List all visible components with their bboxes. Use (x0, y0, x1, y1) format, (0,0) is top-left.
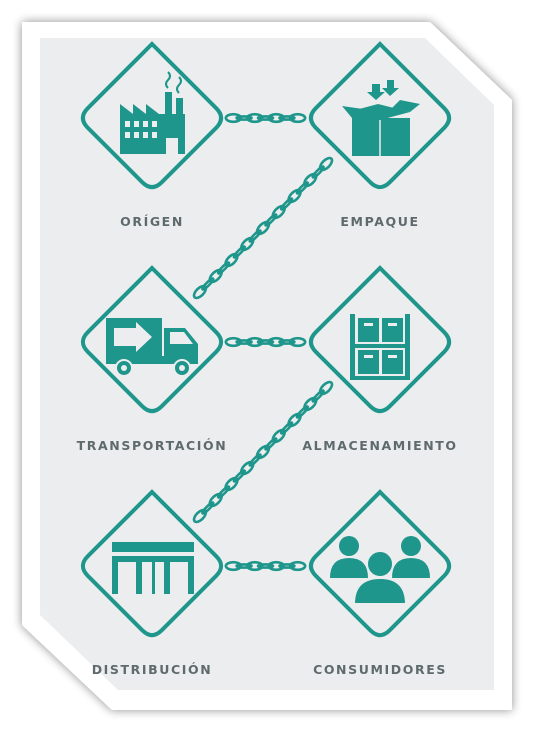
chain-origen-empaque (224, 112, 307, 124)
chain-link (318, 156, 334, 172)
diamond-transportacion (80, 265, 224, 414)
chain-link (256, 563, 275, 569)
chain-link (208, 492, 223, 508)
chain-link (256, 339, 275, 345)
chain-link (216, 261, 231, 275)
delivery-truck-icon (106, 318, 198, 377)
chain-link (267, 112, 286, 124)
chain-links (192, 112, 334, 572)
chain-link (278, 563, 296, 569)
chain-link (224, 252, 239, 268)
chain-link (216, 485, 231, 499)
chain-link (278, 115, 296, 121)
label-consumidores: CONSUMIDORES (313, 662, 447, 677)
chain-link (311, 165, 325, 179)
card-inner-panel (40, 38, 494, 690)
chain-link (295, 405, 310, 419)
chain-link (255, 220, 271, 236)
chain-link (248, 229, 262, 243)
chain-link (318, 380, 334, 396)
chain-link (295, 181, 310, 195)
chain-link (232, 469, 247, 483)
package-box-icon (342, 80, 420, 156)
diamond-empaque (308, 41, 452, 190)
label-empaque: EMPAQUE (340, 214, 420, 229)
chain-link (224, 476, 239, 492)
chain-link (232, 245, 247, 259)
diamond-almacenamiento (308, 265, 452, 414)
chain-link (311, 389, 325, 403)
chain-link (224, 112, 243, 124)
chain-link (224, 560, 243, 572)
chain-link (201, 277, 215, 291)
chain-link (235, 115, 253, 121)
chain-link (288, 112, 307, 124)
diamond-origen (80, 41, 224, 190)
chain-link (287, 412, 302, 428)
chain-link (192, 508, 208, 524)
chain-link (288, 336, 307, 348)
chain-link (279, 421, 294, 435)
chain-transportacion-almacenamiento (224, 336, 307, 348)
diamond-consumidores (308, 489, 452, 638)
chain-link (192, 284, 208, 300)
chain-link (287, 188, 302, 204)
chain-link (235, 563, 253, 569)
chain-link (224, 336, 243, 348)
chain-link (208, 268, 223, 284)
consumers-group-icon (330, 536, 430, 605)
chain-link (279, 197, 294, 211)
chain-link (271, 428, 286, 444)
factory-icon (120, 71, 185, 154)
diamond-nodes (80, 41, 452, 638)
warehouse-shelf-icon (350, 314, 410, 380)
diamond-distribucion (80, 489, 224, 638)
chain-link (201, 501, 215, 515)
chain-link (271, 204, 286, 220)
chain-link (267, 336, 286, 348)
chain-distribucion-consumidores (224, 560, 307, 572)
chain-empaque-transportacion (192, 156, 334, 300)
label-distribucion: DISTRIBUCIÓN (91, 662, 213, 677)
chain-link (245, 112, 264, 124)
chain-link (245, 560, 264, 572)
chain-link (240, 236, 255, 252)
chain-link (267, 560, 286, 572)
chain-link (245, 336, 264, 348)
chain-link (240, 460, 255, 476)
chain-link (278, 339, 296, 345)
label-almacenamiento: ALMACENAMIENTO (302, 438, 458, 453)
storefront-icon (112, 542, 194, 594)
chain-almacenamiento-distribucion (192, 380, 334, 524)
chain-link (303, 396, 318, 412)
chain-link (303, 172, 318, 188)
chain-link (255, 444, 271, 460)
chain-link (288, 560, 307, 572)
chain-link (264, 437, 278, 451)
label-origen: ORÍGEN (120, 214, 184, 229)
chain-link (248, 453, 262, 467)
chain-link (235, 339, 253, 345)
label-transportacion: TRANSPORTACIÓN (76, 438, 228, 453)
chain-link (264, 213, 278, 227)
chain-link (256, 115, 275, 121)
